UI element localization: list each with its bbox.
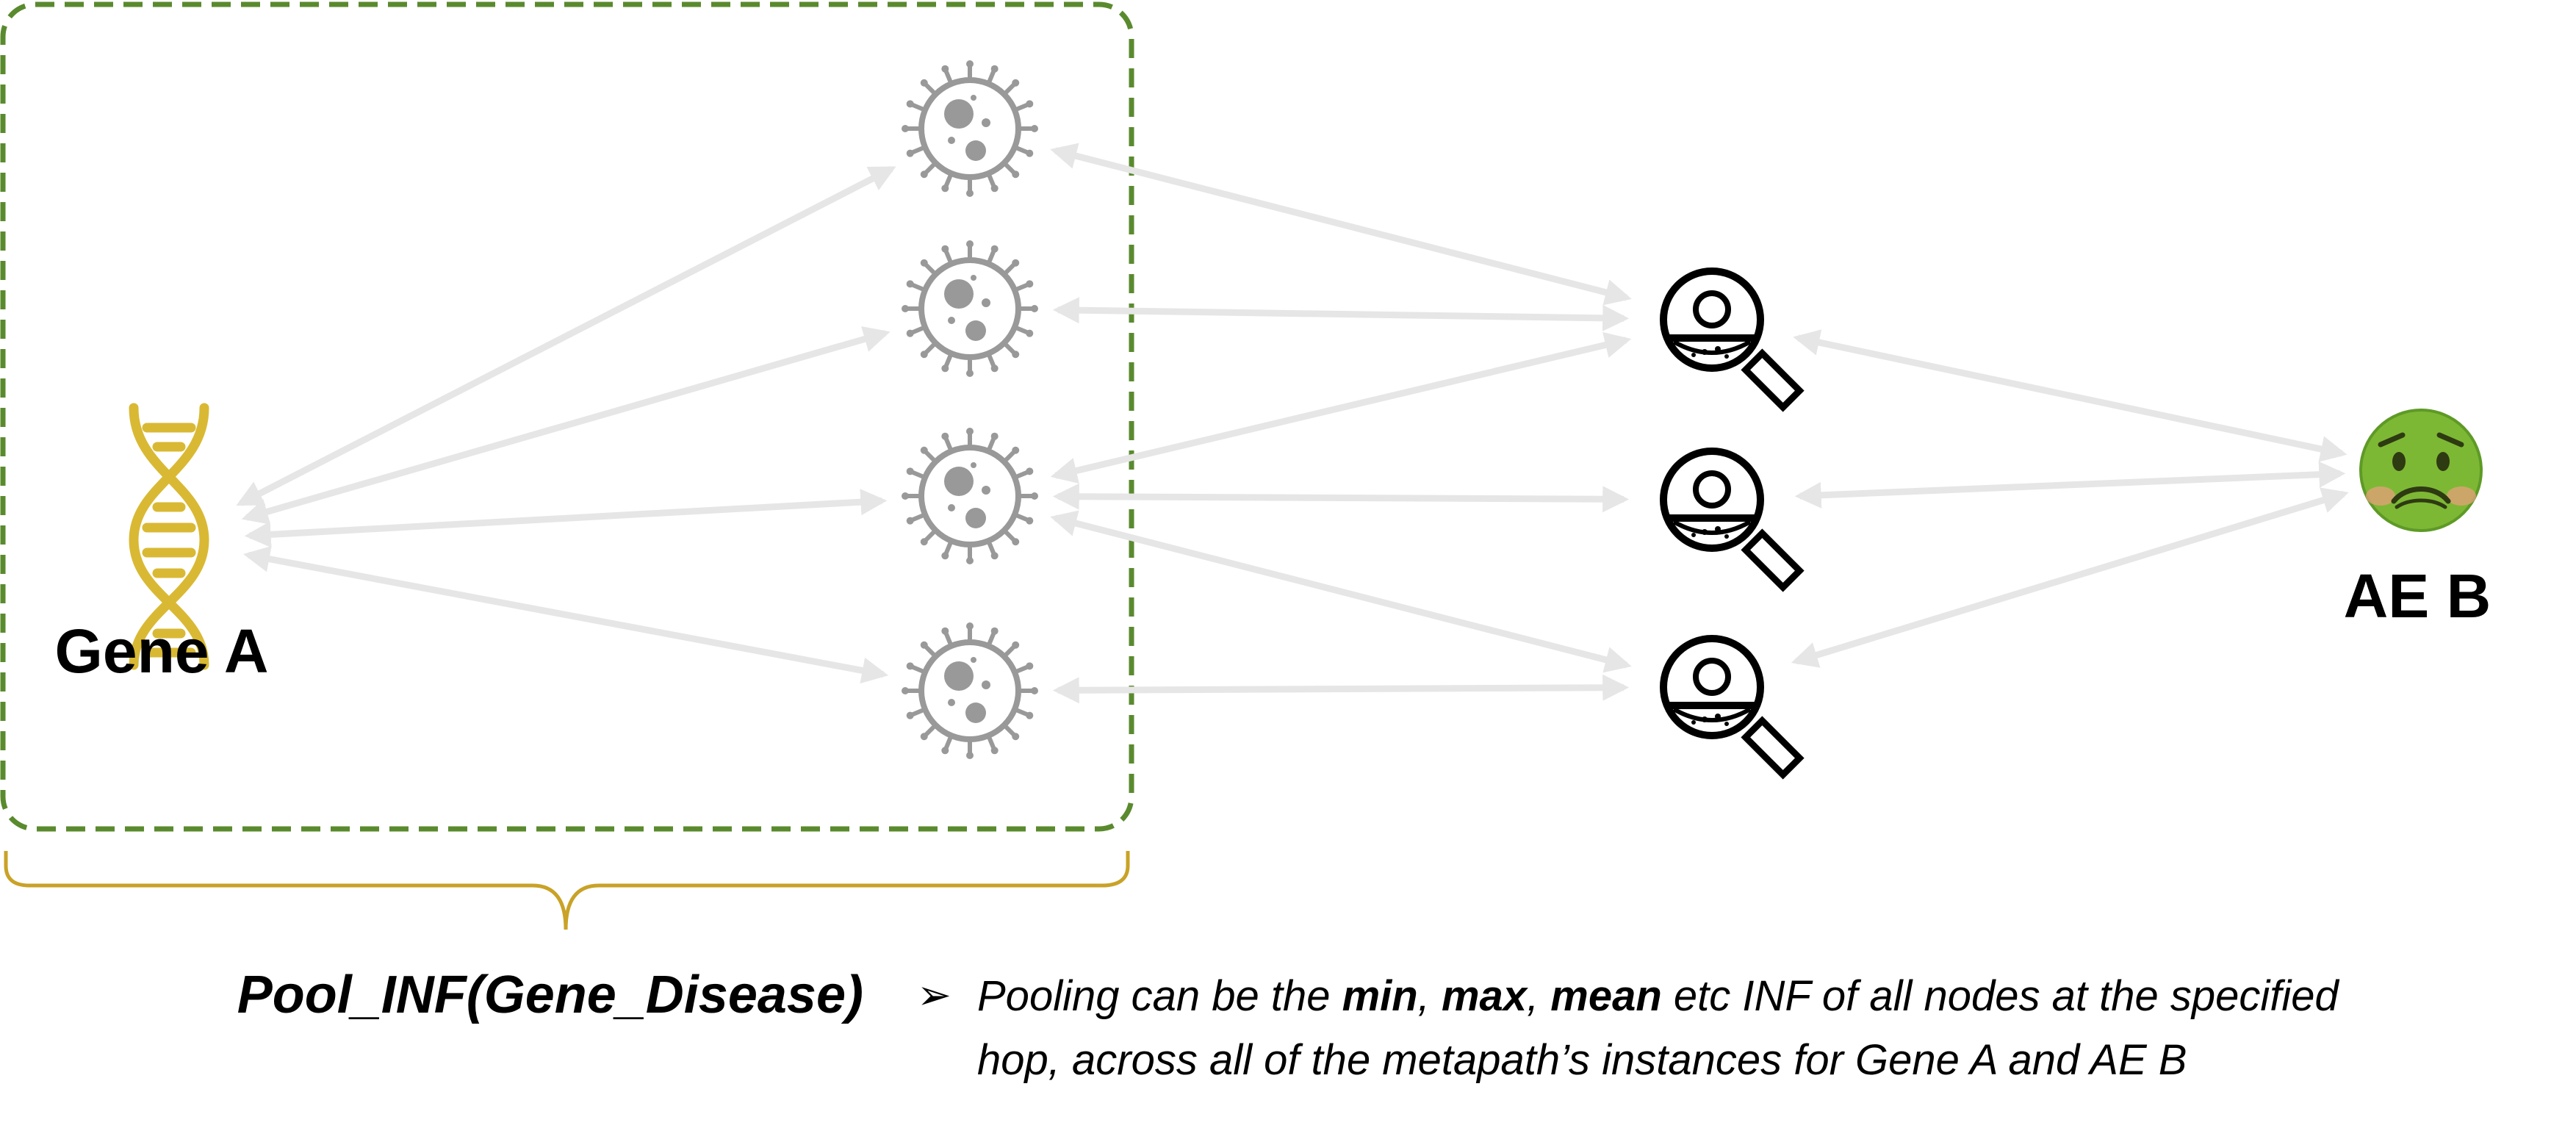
pooling-brace bbox=[4, 851, 1130, 930]
microscope-cell-icon bbox=[1660, 635, 1805, 780]
note-text: etc INF of all nodes at the specified bbox=[1662, 972, 2340, 1020]
pool-label: Pool_INF(Gene_Disease) bbox=[237, 966, 863, 1024]
edge-arrow bbox=[1052, 483, 1630, 513]
note-text: Pooling can be the bbox=[977, 972, 1342, 1020]
edge-arrow bbox=[1052, 674, 1630, 704]
gene-label: Gene A bbox=[55, 617, 269, 686]
phenotype-node bbox=[1660, 635, 1805, 780]
disease-node bbox=[902, 622, 1038, 759]
nauseated-face-icon bbox=[2359, 409, 2483, 532]
microscope-cell-icon bbox=[1660, 448, 1805, 592]
note-emphasis-max: max bbox=[1442, 972, 1529, 1020]
virus-icon bbox=[902, 622, 1038, 759]
note-text: , bbox=[1418, 972, 1442, 1020]
edge-arrow bbox=[1050, 143, 1632, 306]
virus-icon bbox=[902, 240, 1038, 377]
edge-arrow bbox=[1794, 461, 2346, 509]
edge-arrow bbox=[1050, 510, 1632, 673]
note-emphasis-min: min bbox=[1342, 972, 1418, 1020]
gene-node: Gene A bbox=[55, 403, 269, 686]
phenotype-node bbox=[1660, 448, 1805, 592]
edge-arrow bbox=[243, 545, 889, 684]
pool-note-line1: Pooling can be the min, max, mean etc IN… bbox=[977, 972, 2340, 1020]
dna-icon bbox=[129, 403, 209, 670]
gene-disease-group-box bbox=[0, 1, 1134, 832]
disease-node bbox=[902, 428, 1038, 564]
pool-note-line2: hop, across all of the metapath’s instan… bbox=[977, 1036, 2187, 1084]
virus-icon bbox=[902, 60, 1038, 197]
ae-label: AE B bbox=[2344, 561, 2492, 631]
note-text: , bbox=[1527, 972, 1550, 1020]
edge-arrow bbox=[1050, 331, 1632, 484]
disease-node bbox=[902, 240, 1038, 377]
edge-arrow bbox=[1791, 487, 2349, 668]
edge-arrow bbox=[244, 489, 888, 548]
edge-arrow bbox=[1052, 297, 1630, 331]
edge-arrow bbox=[241, 326, 891, 525]
disease-node bbox=[902, 60, 1038, 197]
edge-arrow bbox=[1793, 329, 2347, 462]
ae-node: AE B bbox=[2344, 409, 2492, 631]
virus-icon bbox=[902, 428, 1038, 564]
edge-arrow bbox=[236, 165, 896, 506]
bullet-icon: ➢ bbox=[917, 971, 951, 1019]
microscope-cell-icon bbox=[1660, 267, 1805, 412]
edges bbox=[236, 143, 2349, 704]
note-emphasis-mean: mean bbox=[1550, 972, 1662, 1020]
phenotype-node bbox=[1660, 267, 1805, 412]
